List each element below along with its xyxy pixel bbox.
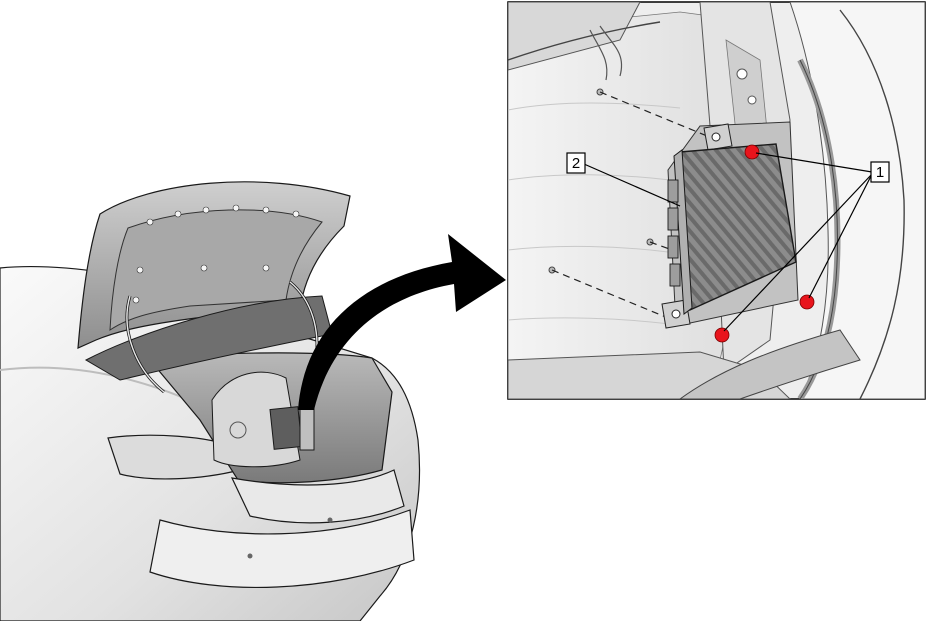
callout-1-label: 1 — [876, 164, 884, 181]
red-dot-icon — [744, 144, 760, 160]
mount-tab-hole — [711, 132, 721, 142]
detail-inset: 1 2 — [507, 1, 926, 400]
wire-harness — [589, 25, 623, 81]
floor-sill — [679, 329, 861, 399]
red-dot-icon — [799, 294, 815, 310]
parking-sensor — [247, 553, 253, 559]
control-module-frame — [673, 149, 693, 315]
trunk-strut — [126, 295, 165, 393]
callout-1: 1 — [870, 161, 890, 183]
pillar-hole — [736, 68, 748, 80]
callout-2-label: 2 — [572, 155, 580, 172]
parking-sensor — [327, 517, 333, 523]
red-dot-icon — [714, 327, 730, 343]
trunk-lid-holes — [132, 204, 300, 304]
alignment-lines — [551, 91, 713, 319]
parcel-shelf — [84, 295, 333, 381]
wheel-housing-hole — [229, 421, 247, 439]
trunk-lid-inner-panel — [109, 209, 323, 331]
mount-tab-hole — [671, 309, 681, 319]
roof-rail — [508, 2, 641, 71]
rear-bumper — [149, 509, 415, 589]
car-rear-view — [0, 181, 421, 621]
roof-rail-edge — [508, 21, 661, 61]
module-connectors — [667, 179, 681, 287]
callout-1-leaders — [723, 152, 873, 332]
pillar-hole — [747, 95, 757, 105]
wall-trim-lines — [508, 102, 681, 325]
callout-2-leader — [583, 163, 681, 207]
curved-arrow-icon — [298, 234, 506, 410]
rear-body-edge — [839, 9, 905, 399]
bumper-lip — [230, 469, 405, 524]
control-module-small — [269, 406, 303, 450]
callout-2: 2 — [566, 152, 586, 174]
